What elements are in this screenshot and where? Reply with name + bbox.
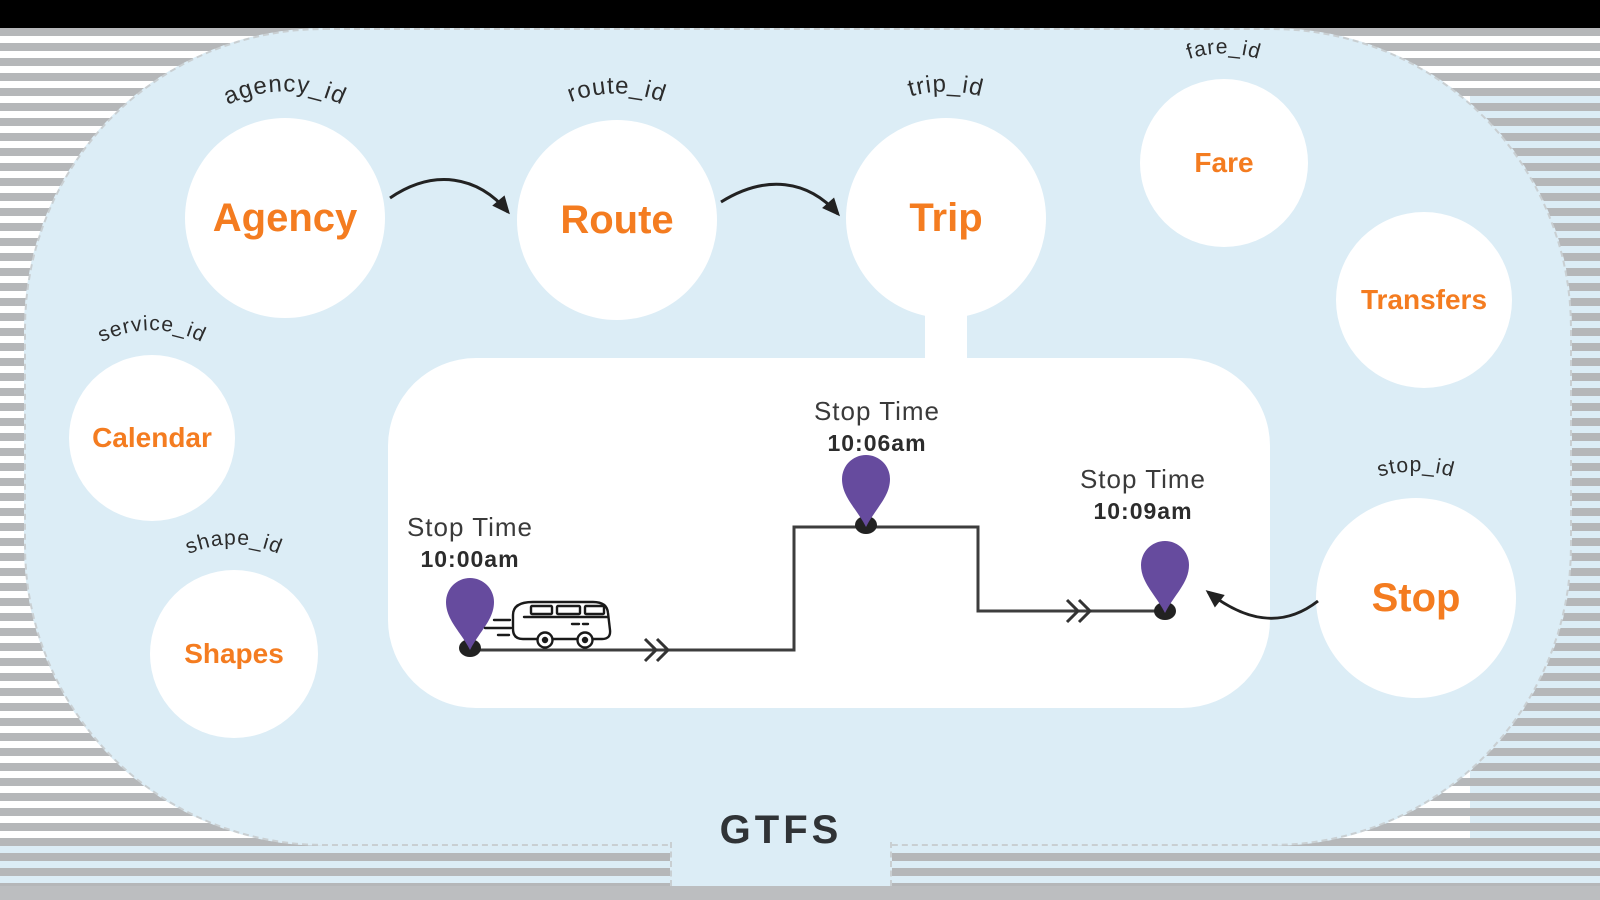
- stop-time-value: 10:00am: [420, 546, 520, 572]
- node-stop-label: Stop: [1371, 575, 1461, 620]
- stop-time-title: Stop Time: [1079, 464, 1207, 494]
- stop-time-title: Stop Time: [406, 512, 534, 542]
- stop-time-label: Stop Time 10:09am: [1023, 464, 1263, 525]
- stop-time-value: 10:09am: [1093, 498, 1193, 524]
- node-transfers-label: Transfers: [1360, 284, 1488, 315]
- node-calendar-label: Calendar: [92, 422, 212, 453]
- node-route-label: Route: [560, 197, 674, 242]
- node-fare-label: Fare: [1194, 147, 1254, 178]
- node-shapes: Shapes: [150, 570, 318, 738]
- node-trip: Trip: [846, 118, 1046, 318]
- stop-time-value: 10:06am: [827, 430, 927, 456]
- stop-time-label: Stop Time 10:06am: [757, 396, 997, 457]
- top-border-bar: [0, 0, 1600, 28]
- gtfs-tab: [670, 842, 892, 886]
- node-calendar: Calendar: [69, 355, 235, 521]
- gtfs-title: GTFS: [719, 808, 843, 852]
- node-shapes-label: Shapes: [184, 638, 284, 669]
- node-stop: Stop: [1316, 498, 1516, 698]
- node-trip-label: Trip: [909, 195, 983, 240]
- stop-time-title: Stop Time: [813, 396, 941, 426]
- stop-time-label: Stop Time 10:00am: [350, 512, 590, 573]
- node-agency: Agency: [185, 118, 385, 318]
- node-agency-label: Agency: [212, 195, 358, 240]
- node-route: Route: [517, 120, 717, 320]
- bottom-border-band: [0, 886, 1600, 900]
- node-transfers: Transfers: [1336, 212, 1512, 388]
- node-fare: Fare: [1140, 79, 1308, 247]
